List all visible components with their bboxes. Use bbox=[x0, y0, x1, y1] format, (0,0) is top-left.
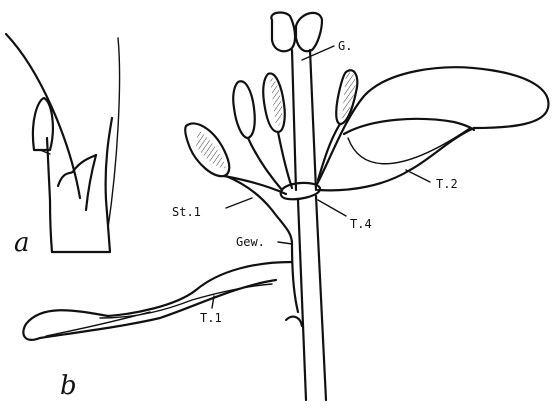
panel-a-drawing bbox=[6, 34, 120, 252]
label-T4: T.4 bbox=[350, 217, 372, 231]
panel-a-letter: a bbox=[14, 228, 30, 258]
label-T2: T.2 bbox=[436, 177, 458, 191]
label-St1: St.1 bbox=[172, 205, 201, 219]
panel-b-letter: b bbox=[60, 371, 77, 401]
label-T1: T.1 bbox=[200, 311, 222, 325]
label-Gew: Gew. bbox=[236, 235, 265, 249]
panel-b-drawing bbox=[23, 13, 548, 400]
label-G: G. bbox=[338, 39, 352, 53]
